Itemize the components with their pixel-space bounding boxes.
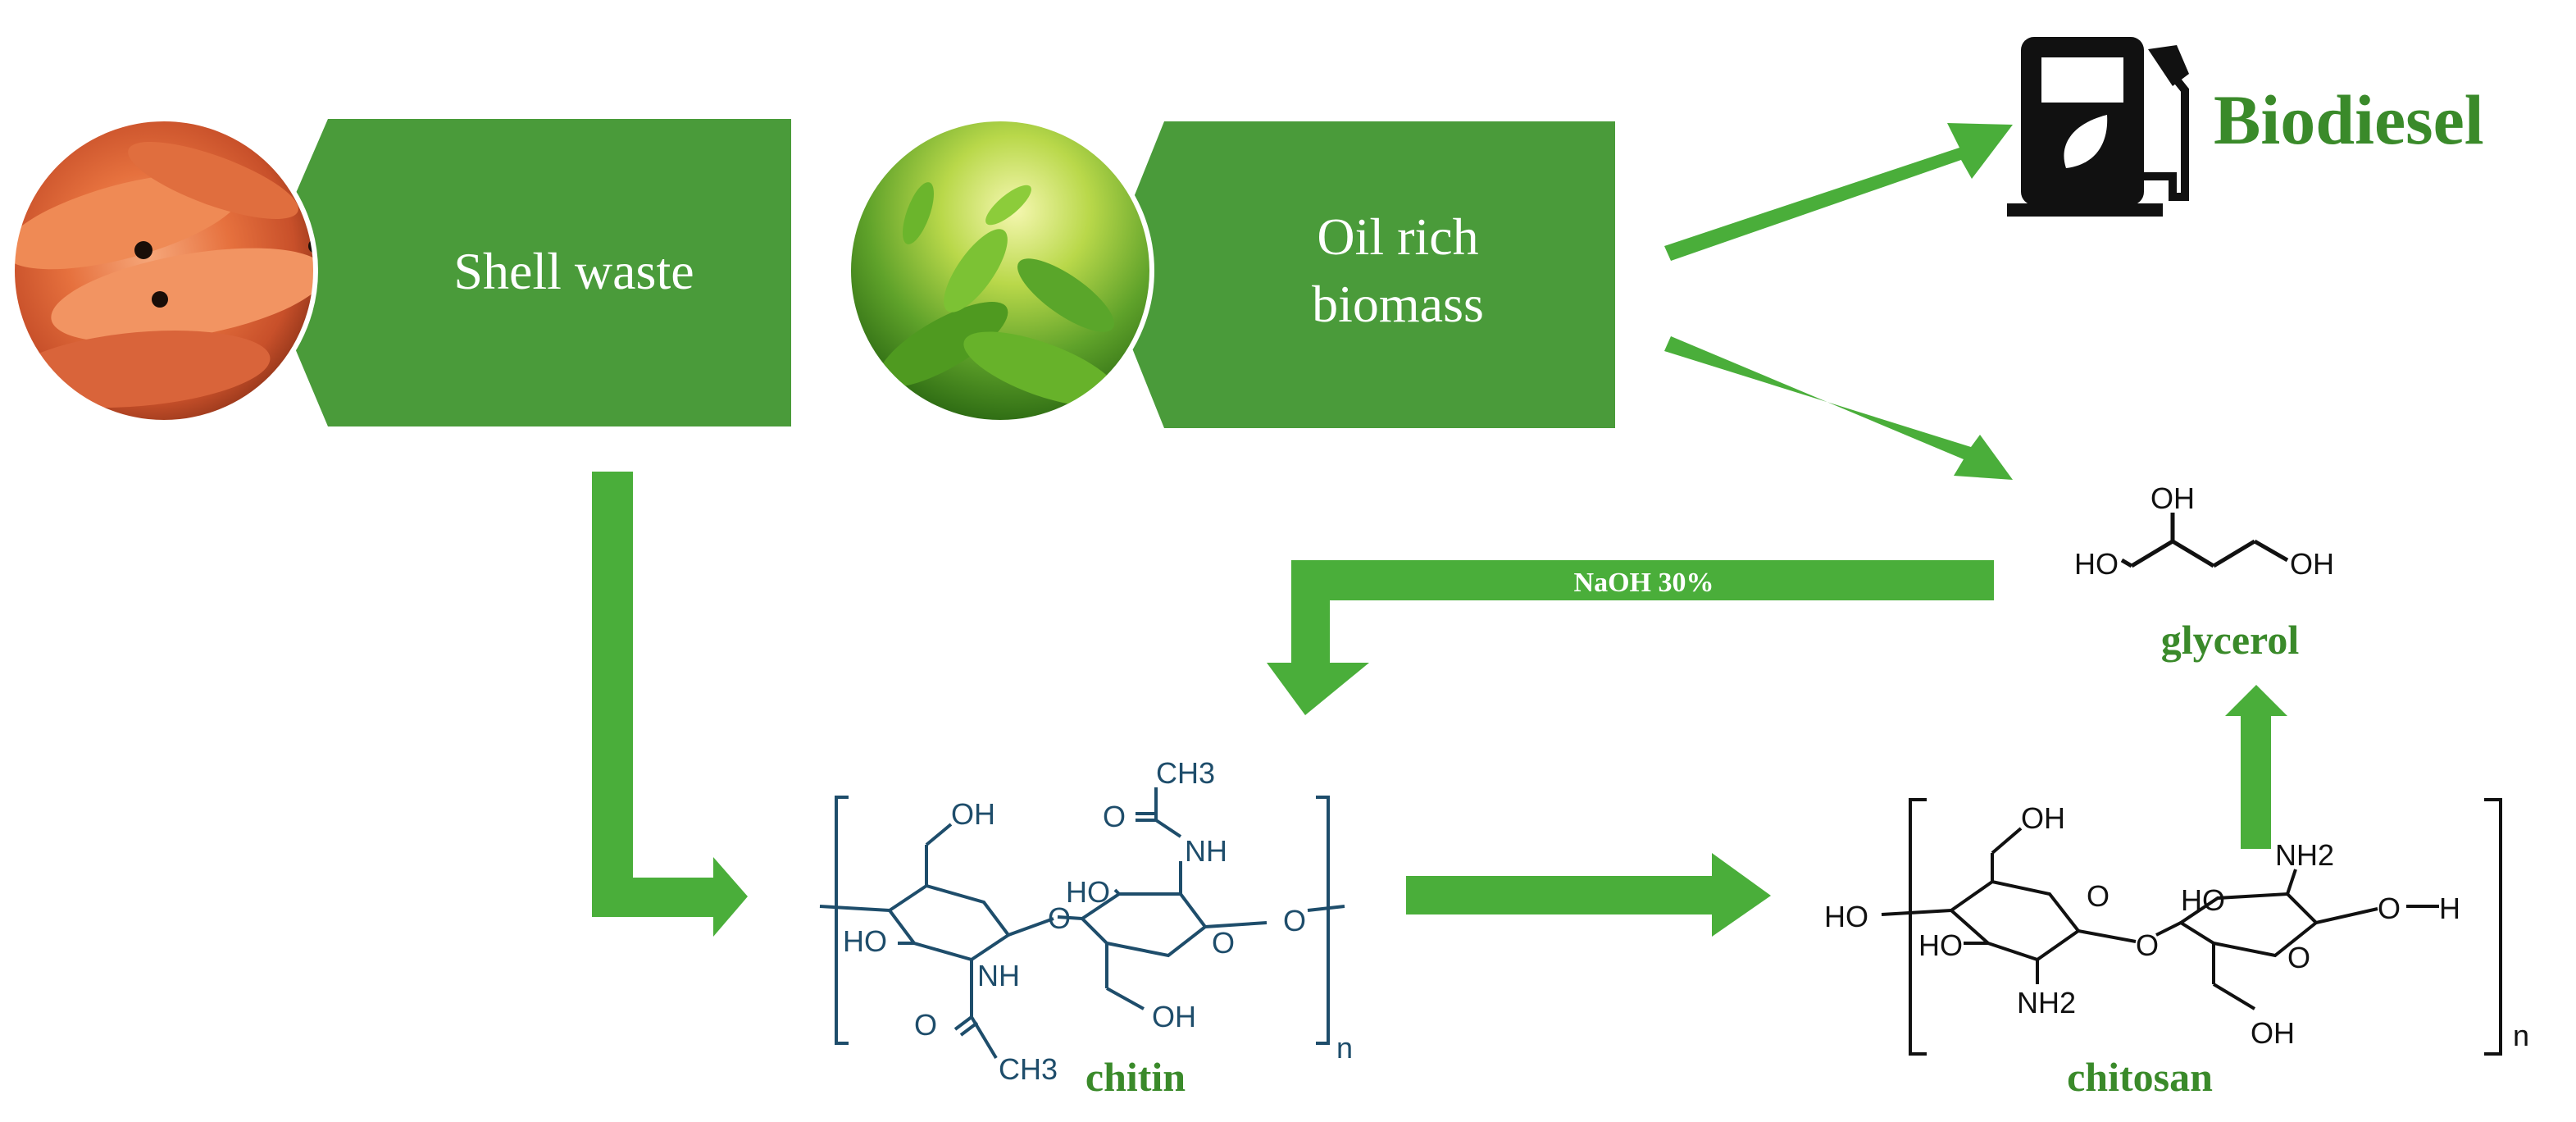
green-leaves-photo (849, 119, 1152, 422)
chitin-o-bottom: O (914, 1008, 937, 1042)
glycerol-oh-top: OH (2150, 481, 2195, 515)
arrow-to-glycerol (1664, 336, 2013, 480)
chitin-ho-mid: HO (1066, 875, 1110, 909)
arrow-naoh-to-chitin (1267, 560, 1994, 715)
chitosan-node: OH HO HO O NH2 O HO NH2 O O OH H n chito… (1824, 798, 2529, 1100)
flow-arrows (592, 123, 2287, 937)
glycerol-oh-right: OH (2290, 547, 2334, 581)
arrow-chitin-to-chitosan (1406, 853, 1771, 937)
shrimp-photo (12, 119, 316, 422)
biodiesel-label: Biodiesel (2214, 80, 2484, 159)
oil-biomass-label-line2: biomass (1312, 275, 1484, 333)
glycerol-ho-left: HO (2074, 547, 2119, 581)
chitin-n-subscript: n (1336, 1031, 1353, 1065)
chitin-nh-top: NH (1185, 834, 1227, 868)
glycerol-label: glycerol (2161, 617, 2300, 663)
chitosan-ho-ring: HO (1918, 928, 1963, 962)
chitosan-nh2-bottom: NH2 (2017, 986, 2076, 1019)
arrow-to-biodiesel (1664, 123, 2013, 261)
glycerol-structure (2120, 513, 2289, 568)
chitin-o-top: O (1103, 800, 1126, 833)
glycerol-node: OH HO OH glycerol (2074, 481, 2334, 663)
chitosan-ho-left: HO (1824, 900, 1868, 933)
chitosan-structure (1881, 798, 2502, 1056)
shell-waste-label: Shell waste (453, 242, 694, 300)
shell-waste-banner (262, 119, 791, 426)
chitosan-o-right: O (2378, 892, 2401, 925)
chitosan-n-subscript: n (2513, 1019, 2529, 1052)
chitin-structure (819, 787, 1345, 1060)
chitin-o-link: O (1048, 901, 1071, 935)
biodiesel-node: Biodiesel (2007, 37, 2484, 217)
chitin-label: chitin (1085, 1054, 1186, 1100)
chitosan-nh2-top: NH2 (2275, 838, 2334, 872)
arrow-shell-to-chitin (592, 472, 748, 937)
chitin-o-ring: O (1212, 926, 1235, 960)
fuel-pump-icon (2007, 37, 2189, 217)
oil-biomass-node: Oil rich biomass (846, 116, 1615, 428)
chitin-node: OH HO NH O CH3 O HO NH O CH3 O O OH n ch… (819, 756, 1353, 1100)
chitin-ch3-top: CH3 (1156, 756, 1215, 790)
chitosan-o-ring: O (2287, 941, 2310, 974)
chitosan-o-link: O (2136, 928, 2159, 962)
chitin-ch3-bottom: CH3 (999, 1052, 1058, 1086)
chitin-oh-top: OH (951, 797, 995, 831)
chitosan-ho-mid: HO (2181, 883, 2225, 917)
naoh-label: NaOH 30% (1574, 568, 1714, 598)
shell-waste-node: Shell waste (10, 116, 791, 426)
chitosan-oh-bottom: OH (2251, 1016, 2295, 1050)
chitosan-o-left-ring: O (2087, 879, 2109, 913)
oil-biomass-banner (1103, 121, 1615, 428)
chitosan-h-end: H (2439, 892, 2460, 925)
chitin-oh-bottom: OH (1152, 1000, 1196, 1033)
arrow-chitosan-to-glycerol (2225, 685, 2287, 849)
chitin-ho-left: HO (843, 924, 887, 958)
chitosan-label: chitosan (2067, 1054, 2213, 1100)
oil-biomass-label-line1: Oil rich (1317, 208, 1478, 266)
chitin-nh-bottom: NH (977, 959, 1020, 992)
chitin-o-right: O (1283, 904, 1306, 937)
chitosan-oh-top: OH (2021, 801, 2065, 835)
